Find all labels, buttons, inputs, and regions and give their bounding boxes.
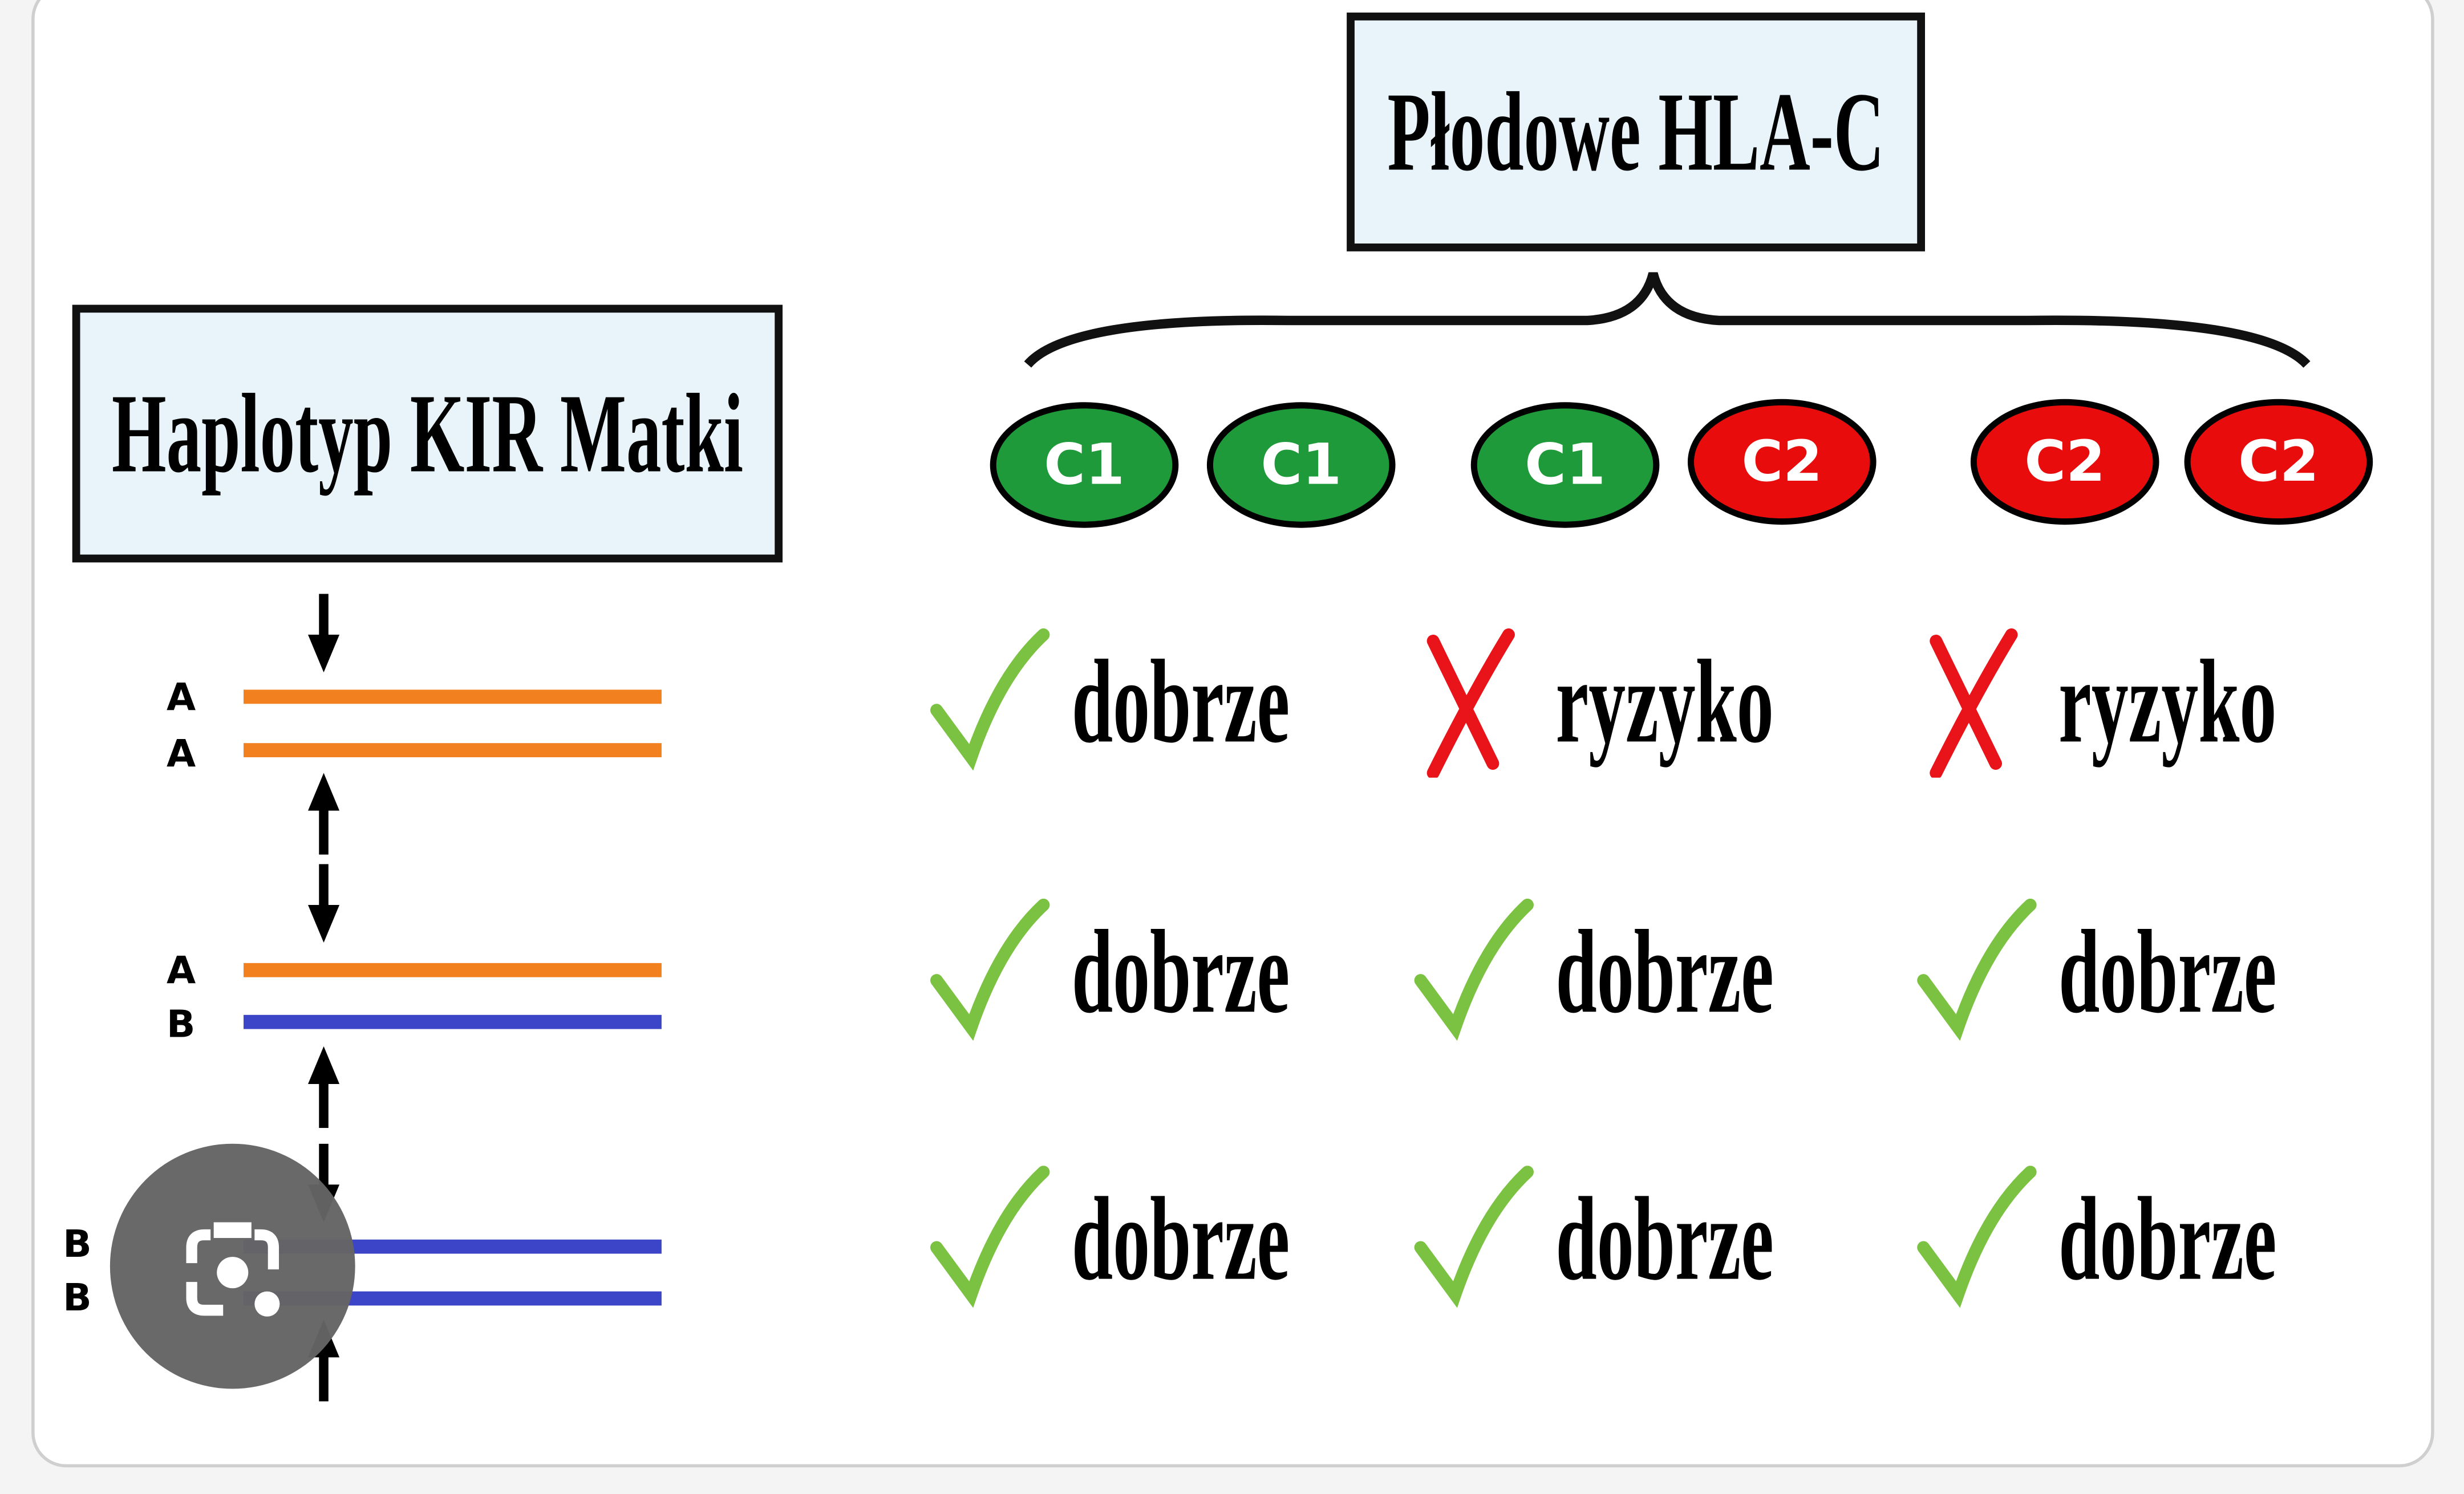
- cross-icon: [1930, 628, 2018, 778]
- image-card: [31, 0, 2434, 1468]
- outcome-cell: ryzyko: [1411, 628, 1907, 778]
- lens-search-button[interactable]: [110, 1143, 355, 1389]
- allele-oval-c1: C1: [990, 402, 1179, 528]
- arrow-down-icon: [307, 594, 340, 673]
- check-icon: [1917, 1166, 2037, 1308]
- arrow-up-icon: [307, 1046, 340, 1128]
- outcome-label: dobrze: [2058, 906, 2277, 1039]
- allele-oval-c1: C1: [1470, 402, 1660, 528]
- outcome-cell: ryzyko: [1914, 628, 2410, 778]
- maternal-kir-title: Haplotyp KIR Matki: [111, 370, 743, 496]
- check-icon: [930, 628, 1050, 771]
- check-icon: [1414, 898, 1534, 1041]
- curly-brace: [1024, 272, 2311, 368]
- outcome-label: dobrze: [2058, 1174, 2277, 1306]
- outcome-cell: dobrze: [1411, 1166, 1907, 1315]
- check-icon: [930, 1166, 1050, 1308]
- allele-label: C2: [2238, 429, 2319, 494]
- allele-oval-c2: C2: [1970, 399, 2159, 525]
- outcome-label: dobrze: [1555, 906, 1774, 1039]
- outcome-label: ryzyko: [1555, 636, 1774, 769]
- fetal-hla-c-title: Płodowe HLA-C: [1387, 68, 1885, 194]
- outcome-cell: dobrze: [1411, 898, 1907, 1048]
- outcome-label: dobrze: [1071, 636, 1290, 769]
- haplotype-line-b: [244, 1014, 662, 1029]
- fetal-hla-c-box: Płodowe HLA-C: [1347, 13, 1925, 251]
- lens-camera-icon: [186, 1222, 280, 1317]
- haplotype-line-a: [244, 963, 662, 977]
- outcome-cell: dobrze: [1914, 898, 2410, 1048]
- check-icon: [1414, 1166, 1534, 1308]
- allele-label: C1: [1044, 433, 1125, 497]
- outcome-label: dobrze: [1071, 1174, 1290, 1306]
- check-icon: [930, 898, 1050, 1041]
- haplotype-label: A: [167, 675, 196, 720]
- haplotype-line-a: [244, 743, 662, 757]
- allele-oval-c1: C1: [1206, 402, 1396, 528]
- allele-label: C1: [1525, 433, 1606, 497]
- outcome-label: dobrze: [1555, 1174, 1774, 1306]
- haplotype-line-a: [244, 689, 662, 704]
- outcome-label: ryzyko: [2058, 636, 2277, 769]
- allele-label: C1: [1261, 433, 1342, 497]
- allele-oval-c2: C2: [1687, 399, 1877, 525]
- haplotype-label: A: [167, 732, 196, 777]
- haplotype-label: B: [167, 1002, 196, 1046]
- haplotype-label: A: [167, 949, 196, 993]
- allele-label: C2: [2024, 429, 2106, 494]
- haplotype-label: B: [63, 1276, 92, 1320]
- outcome-cell: dobrze: [1914, 1166, 2410, 1315]
- allele-label: C2: [1741, 429, 1823, 494]
- outcome-cell: dobrze: [927, 628, 1424, 778]
- cross-icon: [1426, 628, 1515, 778]
- outcome-label: dobrze: [1071, 906, 1290, 1039]
- allele-oval-c2: C2: [2184, 399, 2373, 525]
- haplotype-label: B: [63, 1222, 92, 1266]
- arrow-up-icon: [307, 773, 340, 855]
- check-icon: [1917, 898, 2037, 1041]
- arrow-down-icon: [307, 864, 340, 943]
- maternal-kir-box: Haplotyp KIR Matki: [72, 305, 783, 563]
- outcome-cell: dobrze: [927, 898, 1424, 1048]
- outcome-cell: dobrze: [927, 1166, 1424, 1315]
